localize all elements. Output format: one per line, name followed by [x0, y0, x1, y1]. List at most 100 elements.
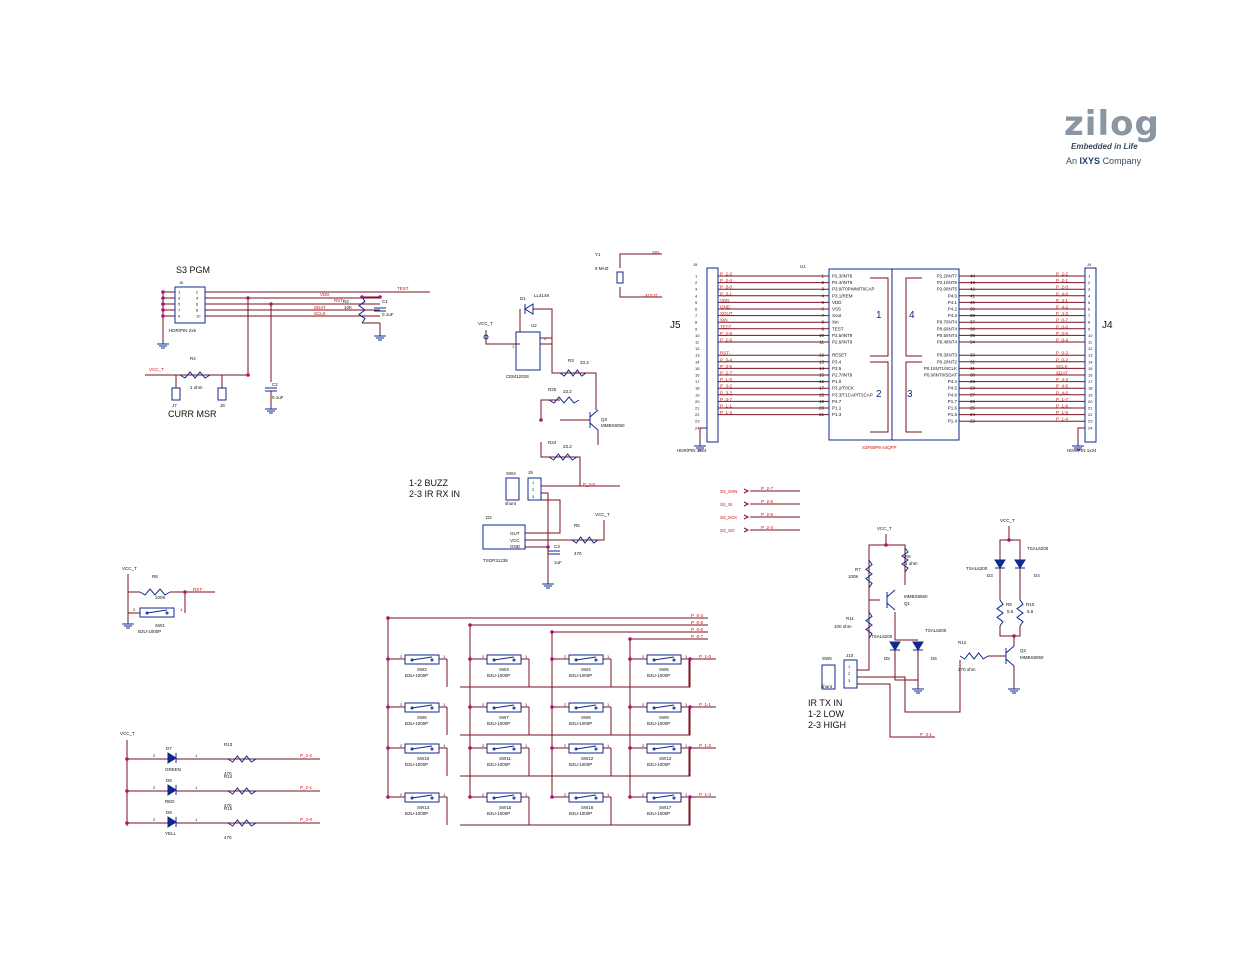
pushbutton-pin: [492, 796, 496, 800]
j5-net-label: P_3-1: [720, 291, 733, 296]
j6-pin-number: 10: [196, 314, 201, 319]
j4-pin-number: 7: [1088, 313, 1091, 318]
resistor-r25: [548, 396, 580, 404]
led-net: P_2-0: [300, 817, 313, 822]
keypad-switch-ref: SW17: [659, 805, 672, 810]
wire: [905, 277, 922, 357]
pushbutton-pin: [594, 706, 598, 710]
u1-left-pin-name: P3.5: [832, 366, 842, 371]
j5-pin-number: 12: [695, 346, 700, 351]
r25-value: 33.2: [563, 389, 572, 394]
resistor-r11: [865, 611, 873, 639]
keypad-switch-part: B3U-1000P: [647, 673, 670, 678]
led-pin: 2: [153, 817, 156, 822]
j4-pin-number: 22: [1088, 412, 1093, 417]
u1-left-pin-number: 4: [821, 293, 824, 298]
j10-connector: [843, 659, 858, 689]
j4-pin-number: 1: [1088, 274, 1091, 279]
led-resistor-value: 470: [224, 803, 232, 808]
keypad-switch: [646, 702, 682, 713]
r3-value: 33.2: [580, 360, 589, 365]
keypad-switch: [486, 702, 522, 713]
u1-right-pin-number: 28: [970, 386, 976, 391]
j5-net-label: P_2-4: [720, 278, 733, 283]
u1-left-pin-name: P3.2/T0CK: [832, 386, 854, 391]
led-color: RED: [165, 799, 175, 804]
led-pin: 2: [153, 785, 156, 790]
j5-net-label: P_2-7: [720, 371, 733, 376]
u1-right-pin-name: P2.2/INT7: [937, 274, 958, 279]
pushbutton-pin: [410, 796, 414, 800]
j5-net-label: P_3-5: [720, 364, 733, 369]
u1-right-pin-name: P0.2/INT2: [937, 359, 958, 364]
pushbutton-pin: [410, 658, 414, 662]
u1-right-pin-name: P0.4/INT4: [937, 340, 958, 345]
u1-left-pin-number: 17: [819, 386, 825, 391]
d2-ref: D2: [486, 515, 492, 520]
keypad-switch-part: B3U-1000P: [487, 673, 510, 678]
resistor-r6: [901, 547, 909, 573]
junction-dot: [386, 705, 390, 709]
q3-ref: Q3: [601, 417, 608, 422]
c2-ref: C2: [272, 382, 278, 387]
wire: [619, 253, 662, 268]
pushbutton-pin: [672, 658, 676, 662]
d5-ref: D5: [884, 656, 890, 661]
u1-left-pin-number: 19: [819, 399, 825, 404]
j6-part: HDR/PIN 2x5: [169, 328, 197, 333]
keypad-pin: 1: [607, 654, 610, 659]
junction-dot: [550, 795, 554, 799]
j5-net-label: P_4-7: [720, 397, 733, 402]
wire: [868, 544, 886, 601]
u1-left-pin-name: P2.6/INT9: [832, 340, 853, 345]
u1-right-pin-number: 23: [970, 419, 976, 424]
r2-value: 10K: [344, 305, 352, 310]
keypad-switch-ref: SW16: [581, 805, 594, 810]
j10-pin-number: 3: [848, 678, 851, 683]
diode-triangle: [167, 816, 177, 828]
keypad-pin: 2: [642, 654, 645, 659]
junction-dot: [546, 545, 550, 549]
u1-section-3: 3: [907, 389, 913, 400]
u1-right-pin-name: P2.0/INT5: [937, 287, 958, 292]
keypad-switch-ref: SW15: [499, 805, 512, 810]
transistor-collector: [886, 589, 896, 598]
buzzer-u2: [515, 331, 541, 371]
keypad-col-net: P_0-7: [691, 634, 704, 639]
keypad-pin: 2: [564, 702, 567, 707]
keypad-switch-ref: SW5: [659, 667, 669, 672]
r5-ref: R5: [574, 523, 580, 528]
wire: [999, 626, 1021, 637]
j4-net-label: P_4-5: [1056, 384, 1069, 389]
r9-value: 5.6: [1007, 609, 1014, 614]
u1-left-pin-name: P2.4/INT9: [832, 280, 853, 285]
r24-value: 33.2: [563, 444, 572, 449]
pushbutton-body: [486, 702, 522, 713]
led-net: P_2-1: [300, 785, 313, 790]
junction-dot: [688, 657, 692, 661]
d2-vcc-pin: VCC: [510, 538, 520, 543]
j6-ref: J6: [179, 280, 184, 285]
u1-right-pin-name: P4.0: [948, 293, 958, 298]
junction-dot: [161, 296, 165, 300]
pushbutton-pin: [492, 658, 496, 662]
spi-source: S3_SO: [720, 528, 735, 533]
j4-big-label: J4: [1102, 320, 1113, 331]
pushbutton-body: [646, 792, 682, 803]
wire: [619, 287, 662, 298]
j6-pin-number: 6: [196, 302, 199, 307]
pushbutton-pin: [512, 658, 516, 662]
u1-left-pin-name: P3.0/T0PWM/T0CAP: [832, 287, 875, 292]
wire-layer: [126, 253, 1085, 826]
sw1-pin: 2: [133, 607, 136, 612]
u1-left-pin-number: 16: [819, 379, 825, 384]
j4-net-label: P_0-5: [1056, 331, 1069, 336]
led-resistor-value: 470: [224, 771, 232, 776]
net-p30: P_3-0: [583, 482, 596, 487]
d1-value: LL4148: [534, 293, 550, 298]
diode-d1: [524, 303, 534, 315]
spi-net: P_2-5: [761, 499, 774, 504]
spi-net: P_2-6: [761, 512, 774, 517]
keypad-switch: [568, 792, 604, 803]
